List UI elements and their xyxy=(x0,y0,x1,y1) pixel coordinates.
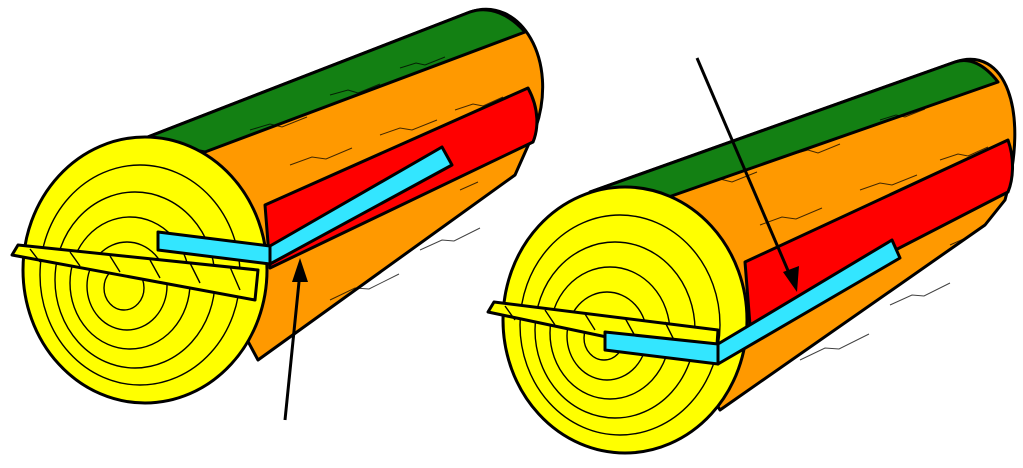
left-log-bark xyxy=(138,8,527,154)
left-log-arrow xyxy=(283,258,308,421)
right-log xyxy=(486,57,1017,455)
left-log-slab-cut xyxy=(10,243,260,302)
right-log-bark xyxy=(588,59,1000,202)
left-log xyxy=(10,7,545,421)
right-log-arrow xyxy=(695,57,799,292)
right-log-grain xyxy=(699,108,989,361)
right-log-heartwood xyxy=(743,138,1014,327)
left-log-grain xyxy=(249,56,504,301)
